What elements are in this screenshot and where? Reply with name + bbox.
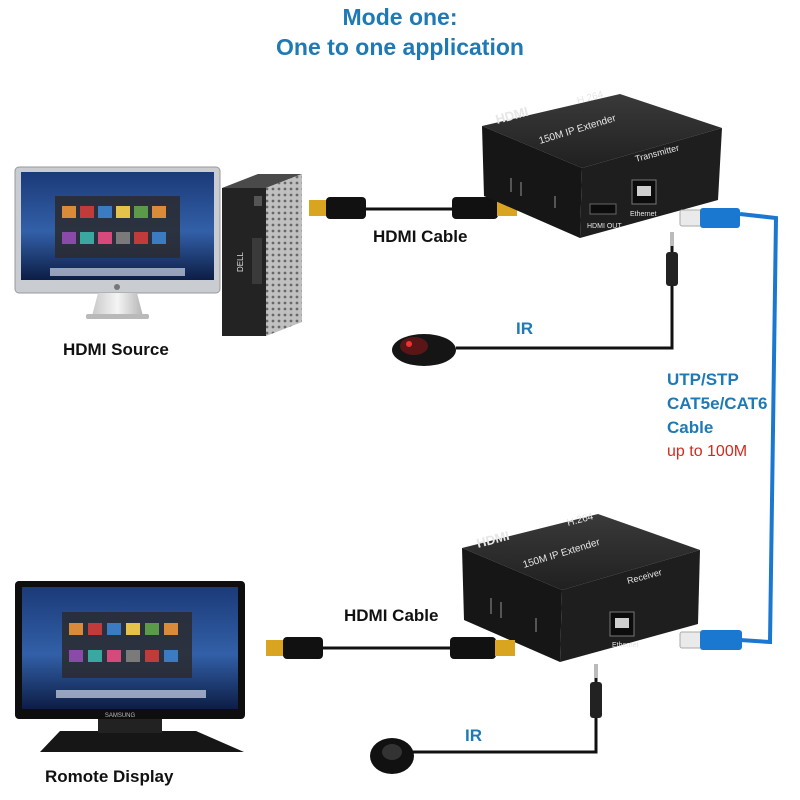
source-pc-tower: DELL (222, 174, 302, 336)
receiver-port-ethernet: Ethernet (612, 642, 639, 649)
ir-cable-bottom (370, 664, 602, 774)
cable-spec-line2: CAT5e/CAT6 (667, 394, 768, 413)
transmitter-port-hdmi-out: HDMI OUT (587, 223, 622, 230)
ir-cable-top (392, 232, 678, 366)
cable-spec: UTP/STP CAT5e/CAT6 Cable up to 100M (667, 368, 767, 464)
network-cable (679, 208, 779, 650)
diagram-title-line2: One to one application (276, 34, 524, 60)
remote-display-monitor: SAMSUNG (15, 581, 245, 752)
hdmi-cable-bottom-label: HDMI Cable (344, 606, 439, 625)
source-monitor (14, 166, 221, 319)
monitor-brand: SAMSUNG (105, 713, 136, 719)
hdmi-cable-top-label: HDMI Cable (373, 227, 468, 246)
cable-spec-line1: UTP/STP (667, 370, 739, 389)
receiver-device: HDMI H.264 150M IP Extender Receiver Eth… (462, 511, 700, 662)
hdmi-cable-top (309, 197, 517, 219)
transmitter-device: HDMI H.264 150M IP Extender Transmitter … (482, 89, 722, 238)
pc-brand: DELL (236, 251, 245, 272)
hdmi-cable-bottom (266, 637, 515, 659)
cable-spec-distance: up to 100M (667, 443, 748, 460)
diagram-title-line1: Mode one: (342, 4, 458, 30)
transmitter-port-ethernet: Ethernet (630, 211, 657, 218)
ir-top-label: IR (516, 319, 533, 338)
cable-spec-line3: Cable (667, 418, 714, 437)
hdmi-source-label: HDMI Source (63, 340, 169, 359)
remote-display-label: Romote Display (45, 767, 174, 786)
ir-bottom-label: IR (465, 726, 482, 745)
